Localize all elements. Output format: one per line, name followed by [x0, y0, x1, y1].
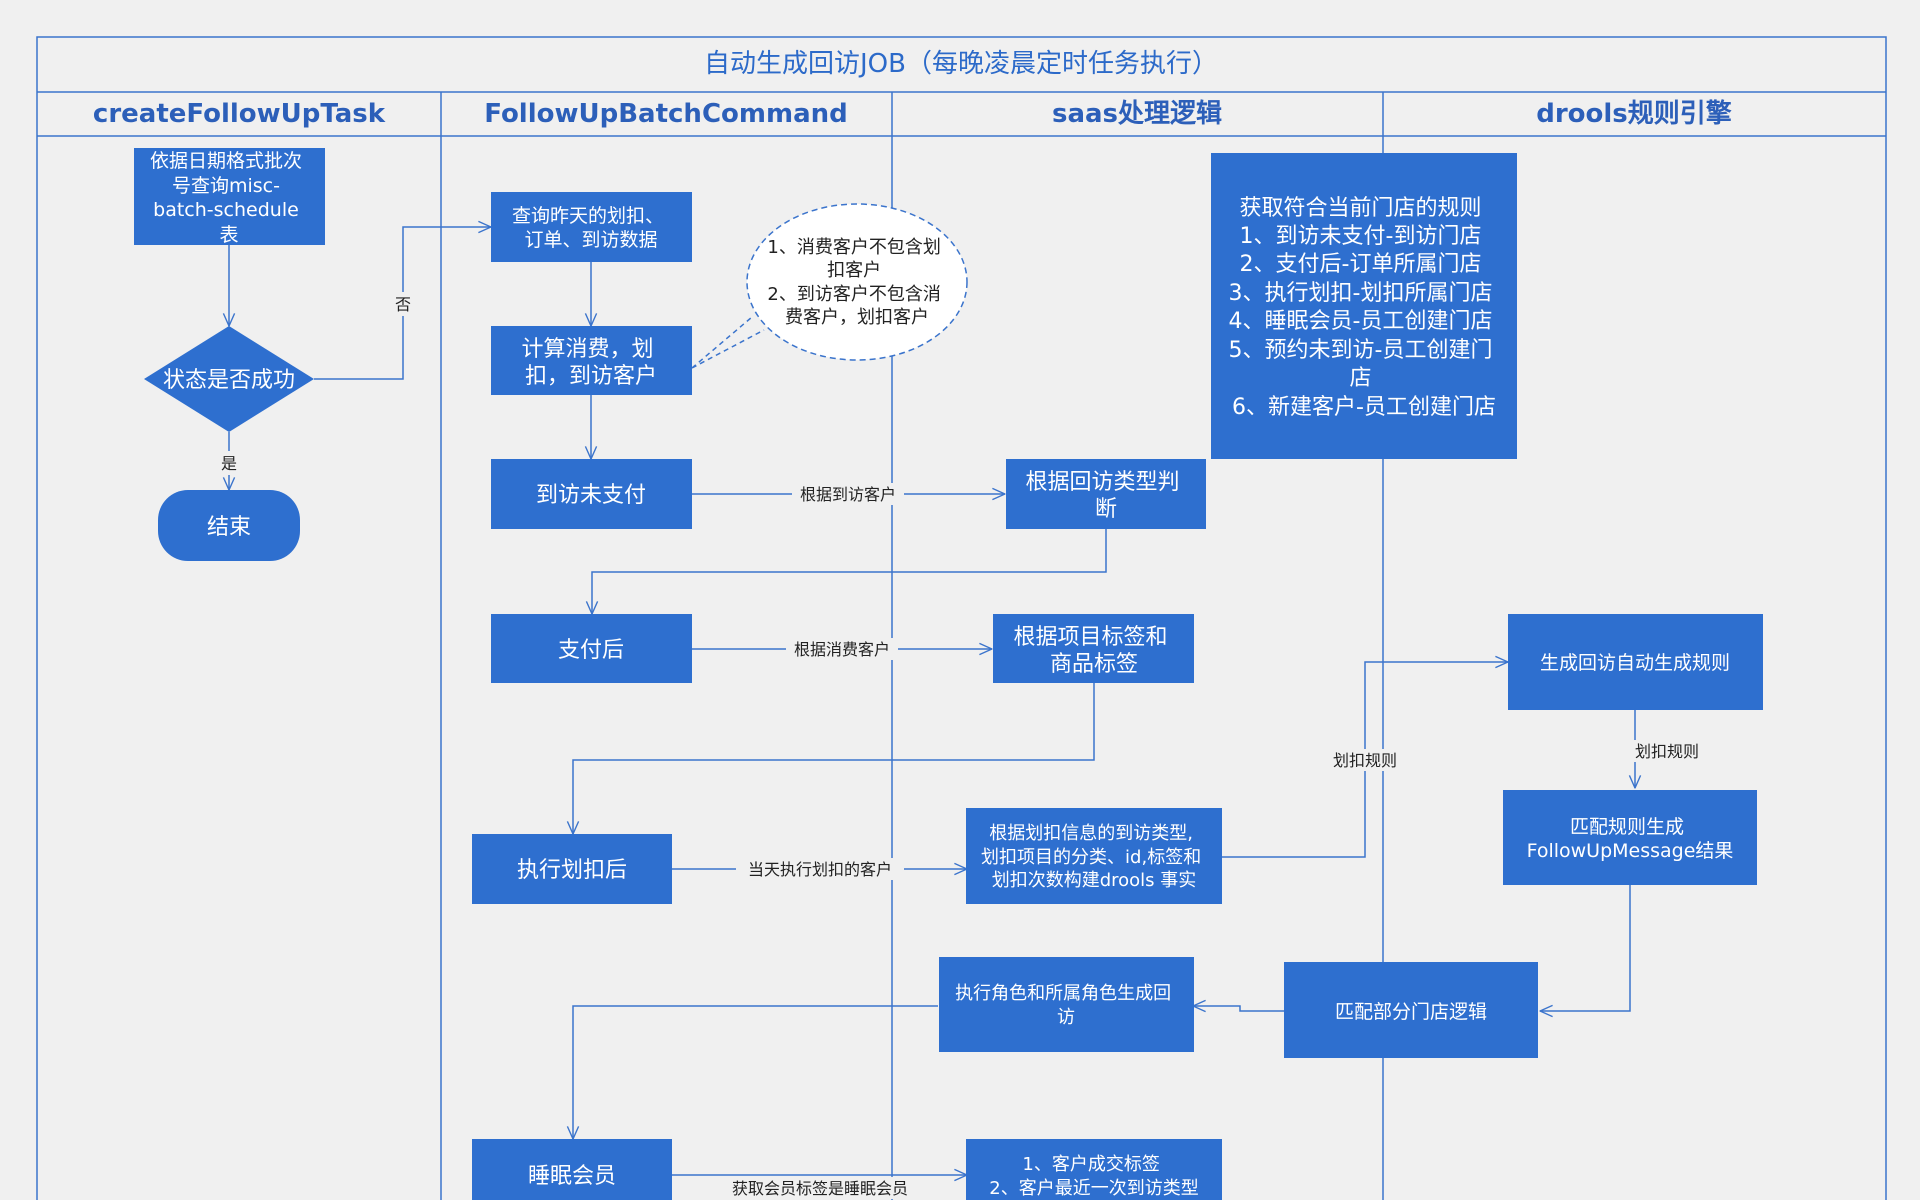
role-generate-line: 访 — [1057, 1007, 1075, 1028]
query-batch-box — [134, 148, 325, 245]
role-generate-line: 执行角色和所属角色生成回 — [955, 983, 1171, 1004]
edge-role-to-sleep — [573, 1005, 938, 1139]
sleep-conditions-box — [966, 1139, 1222, 1200]
match-result-box — [1503, 790, 1757, 885]
query-yesterday-line: 订单、到访数据 — [524, 229, 657, 251]
edge-label-deduct-rule-2: 划扣规则 — [1635, 742, 1699, 761]
query-batch-line: batch-schedule — [153, 199, 299, 221]
edge-label-yes: 是 — [221, 454, 237, 473]
store-rules-line: 4、睡眠会员-员工创建门店 — [1229, 309, 1493, 334]
judge-type-line: 断 — [1095, 497, 1117, 522]
query-yesterday-box — [491, 192, 692, 262]
match-result-line: 匹配规则生成 — [1570, 816, 1684, 838]
build-facts-box — [966, 808, 1222, 904]
svg-text:查询昨天的划扣、 订单、到访数据: 查询昨天的划扣、 订单、到访数据 — [512, 205, 670, 251]
match-result-line: FollowUpMessage结果 — [1527, 840, 1734, 862]
end-terminator — [158, 490, 300, 561]
build-facts-line: 根据划扣信息的到访类型, — [989, 823, 1193, 844]
store-rules-box — [1211, 153, 1517, 459]
note-line: 费客户，划扣客户 — [785, 307, 929, 328]
svg-text:1、客户成交标签 2、客户最近一次到访类型: 1、客户成交标签 2、客户最近一次到访类型 — [989, 1154, 1198, 1199]
edge-match-to-stores — [1540, 885, 1631, 1011]
svg-text:依据日期格式批次 号查询misc- batc: 依据日期格式批次 号查询misc- batch-schedule 表 — [150, 150, 308, 246]
gen-rules-box — [1508, 614, 1763, 710]
role-generate-box — [939, 957, 1194, 1052]
edge-label-by-consume: 根据消费客户 — [794, 640, 890, 659]
svg-text:根据划扣信息的到访类型, 划扣项目的分类、id,标签: 根据划扣信息的到访类型, 划扣项目的分类、id,标签和 划扣次数构建drools… — [981, 823, 1207, 891]
by-tags-line: 根据项目标签和 — [1013, 625, 1167, 650]
by-tags-box — [993, 614, 1194, 683]
svg-text:执行角色和所属角色生成回 访: 执行角色和所属角色生成回 访 — [955, 983, 1177, 1028]
note-line: 1、消费客户不包含划 — [767, 237, 940, 258]
svg-text:匹配规则生成 FollowUpMessage结果: 匹配规则生成 FollowUpMessage结果 — [1527, 816, 1734, 862]
match-stores-box — [1284, 962, 1538, 1058]
after-deduction-box — [472, 834, 672, 904]
judge-type-box — [1006, 459, 1206, 529]
visit-unpaid-label: 到访未支付 — [536, 483, 646, 508]
note-line: 扣客户 — [827, 260, 881, 281]
lane-header-drools-engine: drools规则引擎 — [1536, 99, 1732, 129]
build-facts-line: 划扣次数构建drools 事实 — [992, 870, 1197, 891]
store-rules-line: 1、到访未支付-到访门店 — [1240, 224, 1482, 249]
diagram-title: 自动生成回访JOB（每晚凌晨定时任务执行） — [704, 49, 1218, 79]
edge-label-deduct-rule-1: 划扣规则 — [1333, 751, 1397, 770]
judge-type-line: 根据回访类型判 — [1025, 470, 1179, 495]
note-line: 2、到访客户不包含消 — [767, 284, 940, 305]
svg-text:计算消费，划 扣，到访客户: 计算消费，划 扣，到访客户 — [521, 337, 660, 389]
store-rules-line: 2、支付后-订单所属门店 — [1240, 252, 1482, 277]
edge-label-no: 否 — [395, 295, 411, 314]
status-check-diamond — [144, 326, 314, 432]
calc-customers-line: 扣，到访客户 — [525, 364, 657, 389]
end-label: 结束 — [207, 515, 251, 540]
edge-tags-to-deduction — [573, 683, 1095, 834]
calc-customers-line: 计算消费，划 — [521, 337, 653, 362]
query-batch-line: 号查询misc- — [172, 175, 280, 197]
edge-label-same-day: 当天执行划扣的客户 — [748, 860, 892, 879]
after-payment-box — [491, 614, 692, 683]
sleep-member-box — [472, 1139, 672, 1200]
sleep-conditions-line: 2、客户最近一次到访类型 — [989, 1178, 1198, 1199]
store-rules-line: 5、预约未到访-员工创建门 — [1229, 338, 1493, 363]
edge-label-by-visit: 根据到访客户 — [800, 485, 896, 504]
lane-header-FollowUpBatchCommand: FollowUpBatchCommand — [484, 99, 848, 129]
lane-header-saas-logic: saas处理逻辑 — [1052, 99, 1222, 129]
svg-text:获取符合当前门店的规则 1、到访未支付-到访门店: 获取符合当前门店的规则 1、到访未支付-到访门店 2、支付后-订单所属门店 3、… — [1229, 196, 1500, 420]
edge-stores-to-role — [1193, 1006, 1284, 1011]
note-pointer — [691, 316, 765, 369]
svg-text:根据回访类型判 断: 根据回访类型判 断 — [1025, 470, 1186, 522]
svg-text:1、消费客户不包含划 扣客户 2、到访客户不: 1、消费客户不包含划 扣客户 2、到访客户不包含消 费客户，划扣客户 — [767, 237, 946, 328]
store-rules-line: 6、新建客户-员工创建门店 — [1232, 395, 1496, 420]
build-facts-line: 划扣项目的分类、id,标签和 — [981, 847, 1201, 868]
by-tags-line: 商品标签 — [1050, 652, 1138, 677]
visit-unpaid-box — [491, 459, 692, 529]
edge-judge-to-after-payment — [592, 529, 1107, 614]
status-check-label: 状态是否成功 — [163, 368, 295, 393]
edge-label-get-sleep: 获取会员标签是睡眠会员 — [732, 1179, 908, 1198]
sleep-member-label: 睡眠会员 — [528, 1164, 616, 1189]
store-rules-line: 3、执行划扣-划扣所属门店 — [1229, 281, 1493, 306]
svg-text:根据项目标签和 商品标签: 根据项目标签和 商品标签 — [1013, 625, 1174, 677]
after-payment-label: 支付后 — [558, 638, 624, 663]
after-deduction-label: 执行划扣后 — [517, 858, 627, 883]
calc-customers-box — [491, 326, 692, 395]
store-rules-line: 获取符合当前门店的规则 — [1239, 196, 1481, 221]
sleep-conditions-line: 1、客户成交标签 — [1022, 1154, 1159, 1175]
note-callout — [746, 203, 968, 361]
query-batch-line: 表 — [219, 224, 238, 246]
gen-rules-label: 生成回访自动生成规则 — [1540, 652, 1730, 674]
lane-header-createFollowUpTask: createFollowUpTask — [93, 99, 386, 129]
query-batch-line: 依据日期格式批次 — [150, 150, 302, 172]
match-stores-label: 匹配部分门店逻辑 — [1335, 1001, 1487, 1023]
query-yesterday-line: 查询昨天的划扣、 — [512, 205, 664, 227]
store-rules-line: 店 — [1349, 366, 1371, 391]
